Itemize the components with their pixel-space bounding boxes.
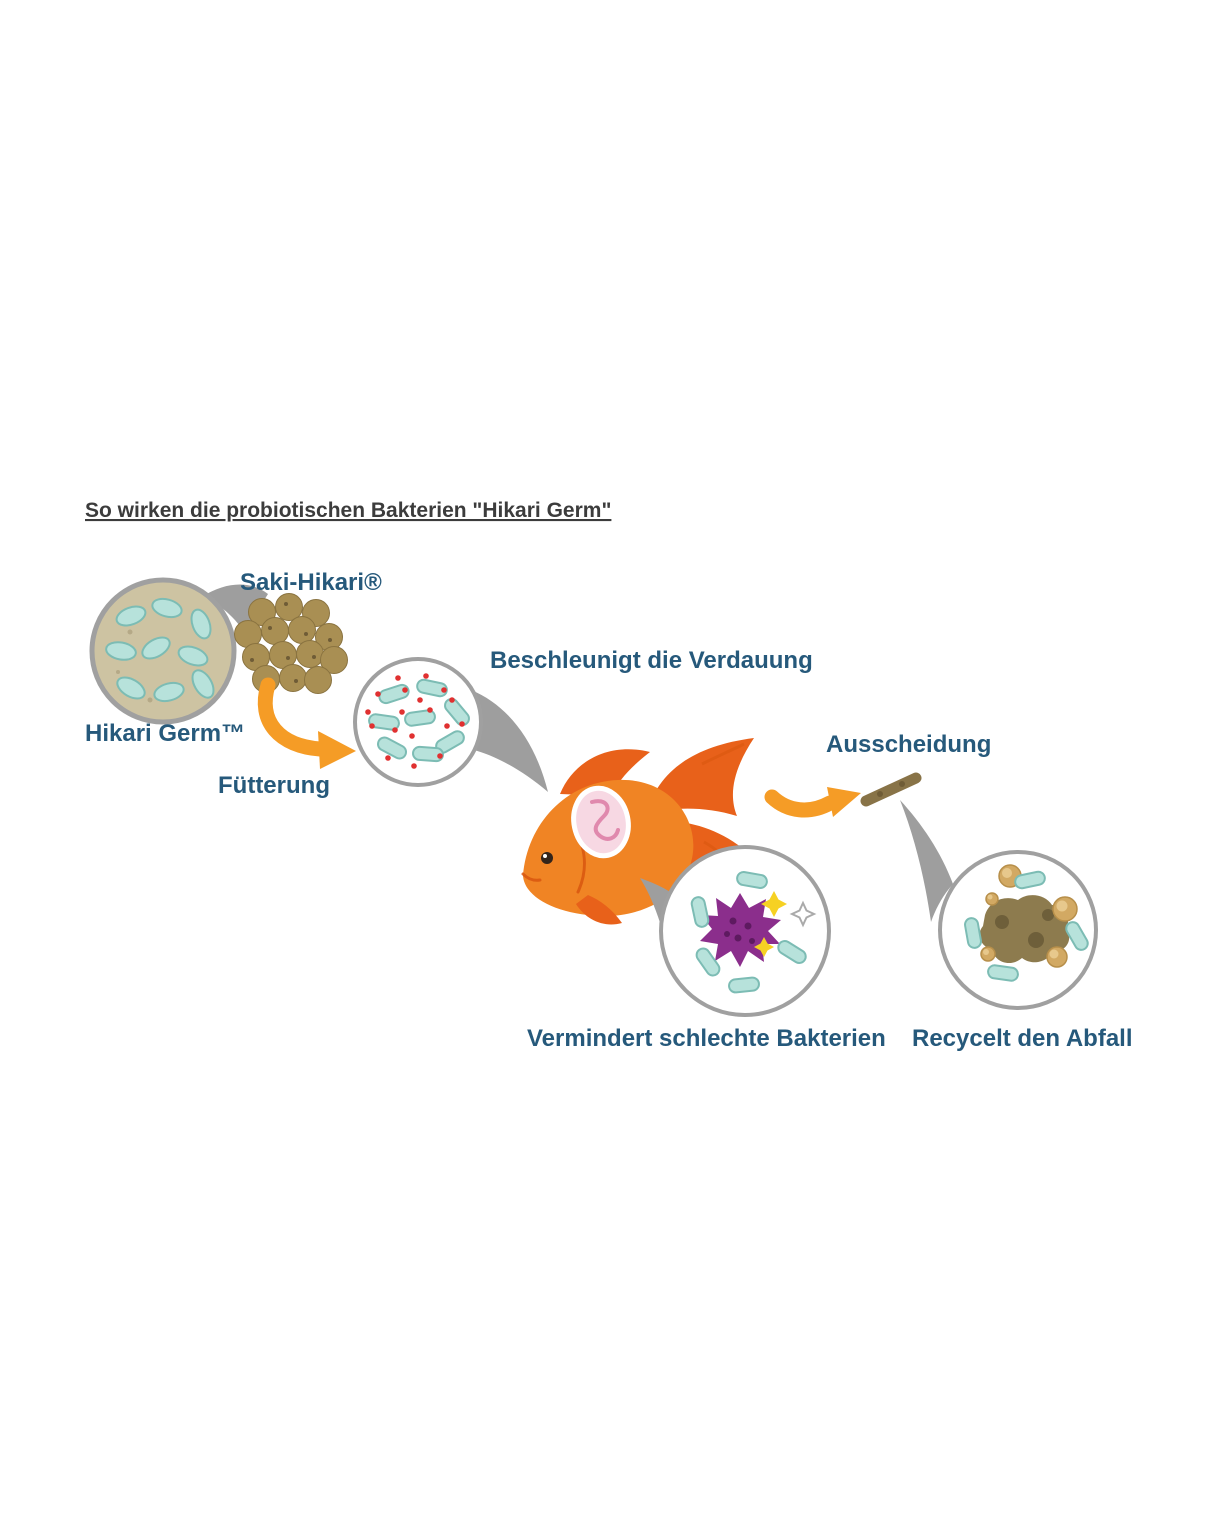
digestion-bacteria-circle: [353, 657, 483, 787]
feces-illustration: [860, 772, 922, 807]
magnifier-callout-waste: [900, 800, 953, 922]
bad-bacteria-circle: [659, 845, 831, 1017]
magnified-germ-circle: [89, 577, 237, 725]
label-recycelt-abfall: Recycelt den Abfall: [912, 1025, 1133, 1052]
label-hikari-germ: Hikari Germ™: [85, 720, 245, 747]
label-beschleunigt-verdauung: Beschleunigt die Verdauung: [490, 647, 813, 674]
goldfish-illustration: [521, 738, 754, 925]
excretion-arrow: [764, 787, 861, 818]
waste-recycle-circle: [938, 850, 1098, 1010]
label-ausscheidung: Ausscheidung: [826, 731, 991, 758]
label-saki-hikari: Saki-Hikari®: [240, 569, 382, 596]
food-pellet-cluster: [234, 593, 348, 694]
feeding-arrow: [257, 677, 356, 769]
label-vermindert-bakterien: Vermindert schlechte Bakterien: [527, 1025, 886, 1052]
magnifier-callout-fish: [471, 690, 548, 792]
diagram-title: So wirken die probiotischen Bakterien "H…: [85, 499, 611, 522]
label-fuetterung: Fütterung: [218, 772, 330, 799]
